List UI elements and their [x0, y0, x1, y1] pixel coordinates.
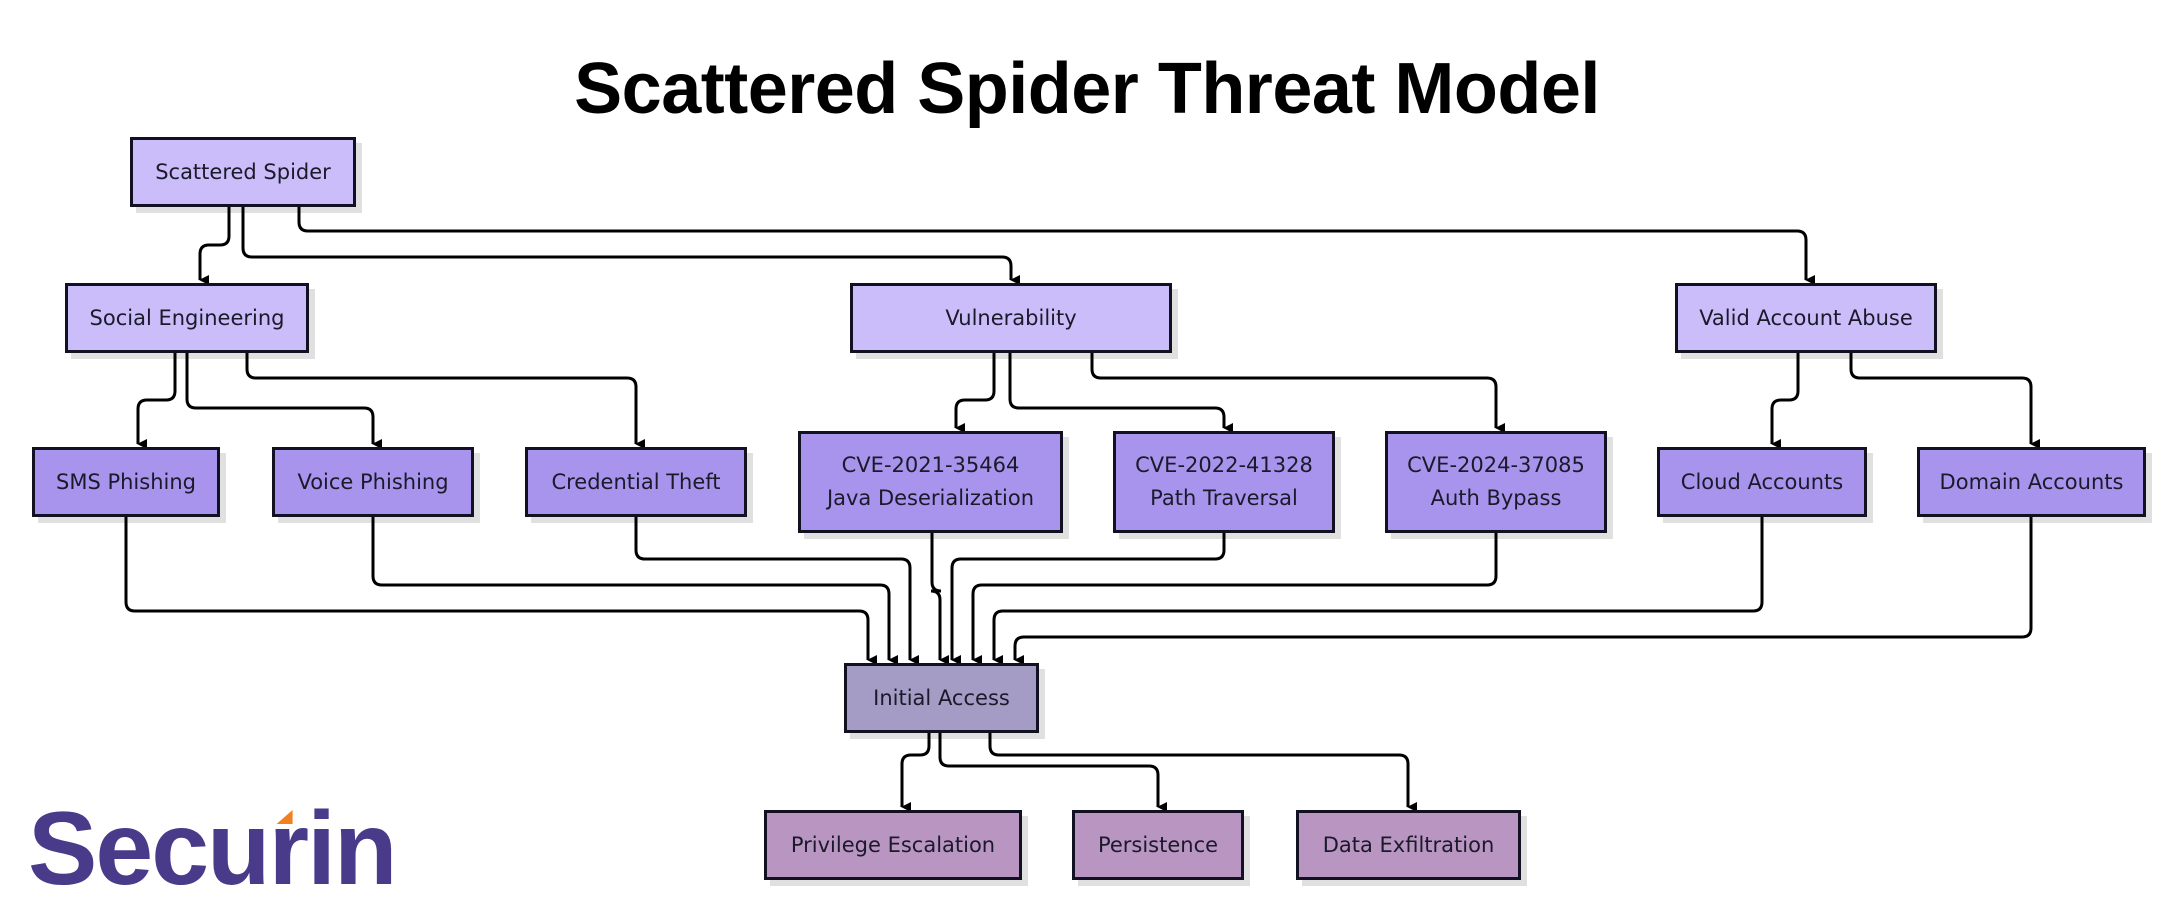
- node-label: Vulnerability: [945, 305, 1077, 330]
- node-cve-2022-41328[interactable]: CVE-2022-41328 Path Traversal: [1113, 431, 1335, 533]
- node-cve-2021-35464[interactable]: CVE-2021-35464 Java Deserialization: [798, 431, 1063, 533]
- node-social-engineering[interactable]: Social Engineering: [65, 283, 309, 353]
- node-label: Social Engineering: [89, 305, 285, 330]
- edge-valid-account-abuse-to-domain-accounts: [1849, 353, 2040, 449]
- node-sms-phishing[interactable]: SMS Phishing: [32, 447, 220, 517]
- node-domain-accounts[interactable]: Domain Accounts: [1917, 447, 2146, 517]
- node-label: Persistence: [1097, 832, 1219, 857]
- securin-logo: Securin: [28, 790, 397, 909]
- edge-scattered-spider-to-valid-account-abuse: [297, 207, 1815, 285]
- node-valid-account-abuse[interactable]: Valid Account Abuse: [1675, 283, 1937, 353]
- node-label: Privilege Escalation: [790, 832, 996, 857]
- edge-scattered-spider-to-social-engineering: [198, 207, 231, 285]
- node-cve-2024-37085[interactable]: CVE-2024-37085 Auth Bypass: [1385, 431, 1607, 533]
- node-scattered-spider[interactable]: Scattered Spider: [130, 137, 356, 207]
- logo-text: Secu: [28, 791, 271, 907]
- node-label: CVE-2022-41328 Path Traversal: [1135, 453, 1313, 510]
- edge-vulnerability-to-cve-2022-41328: [1008, 353, 1233, 433]
- node-label: Valid Account Abuse: [1699, 305, 1913, 330]
- edge-initial-access-to-persistence: [938, 733, 1167, 812]
- edge-scattered-spider-to-vulnerability: [241, 207, 1020, 285]
- node-label: Scattered Spider: [155, 159, 331, 184]
- edge-domain-accounts-to-initial-access: [1013, 517, 2033, 665]
- node-label: CVE-2024-37085 Auth Bypass: [1407, 453, 1585, 510]
- node-initial-access[interactable]: Initial Access: [844, 663, 1039, 733]
- node-label: CVE-2021-35464 Java Deserialization: [826, 453, 1035, 510]
- edge-voice-phishing-to-initial-access: [371, 517, 898, 665]
- edge-social-engineering-to-voice-phishing: [185, 353, 382, 449]
- node-vulnerability[interactable]: Vulnerability: [850, 283, 1172, 353]
- node-label: Credential Theft: [551, 469, 721, 494]
- node-label: Cloud Accounts: [1680, 469, 1844, 494]
- edge-social-engineering-to-sms-phishing: [136, 353, 177, 449]
- node-persistence[interactable]: Persistence: [1072, 810, 1244, 880]
- edge-social-engineering-to-credential-theft: [245, 353, 645, 449]
- node-label: Initial Access: [873, 685, 1010, 710]
- edge-valid-account-abuse-to-cloud-accounts: [1770, 353, 1800, 449]
- edge-sms-phishing-to-initial-access: [124, 517, 877, 665]
- node-label: Domain Accounts: [1939, 469, 2124, 494]
- node-cloud-accounts[interactable]: Cloud Accounts: [1657, 447, 1867, 517]
- edge-initial-access-to-privilege-escalation: [900, 733, 931, 812]
- node-data-exfiltration[interactable]: Data Exfiltration: [1296, 810, 1521, 880]
- diagram-title: Scattered Spider Threat Model: [574, 49, 1600, 129]
- edge-vulnerability-to-cve-2024-37085: [1090, 353, 1505, 433]
- node-voice-phishing[interactable]: Voice Phishing: [272, 447, 474, 517]
- node-label: Voice Phishing: [297, 469, 449, 494]
- edge-cve-2024-37085-to-initial-access: [971, 533, 1498, 665]
- edge-cve-2021-35464-to-initial-access: [930, 533, 949, 665]
- node-credential-theft[interactable]: Credential Theft: [525, 447, 747, 517]
- logo-text-end: in: [307, 791, 397, 907]
- logo-accent-text: r: [268, 791, 310, 907]
- edge-cloud-accounts-to-initial-access: [992, 517, 1764, 665]
- edge-credential-theft-to-initial-access: [634, 517, 919, 665]
- edge-cve-2022-41328-to-initial-access: [950, 533, 1226, 665]
- logo-accent-letter: r: [268, 790, 310, 909]
- node-privilege-escalation[interactable]: Privilege Escalation: [764, 810, 1022, 880]
- node-label: SMS Phishing: [56, 469, 196, 494]
- node-label: Data Exfiltration: [1322, 832, 1495, 857]
- edge-initial-access-to-data-exfiltration: [988, 733, 1417, 812]
- edge-vulnerability-to-cve-2021-35464: [954, 353, 996, 433]
